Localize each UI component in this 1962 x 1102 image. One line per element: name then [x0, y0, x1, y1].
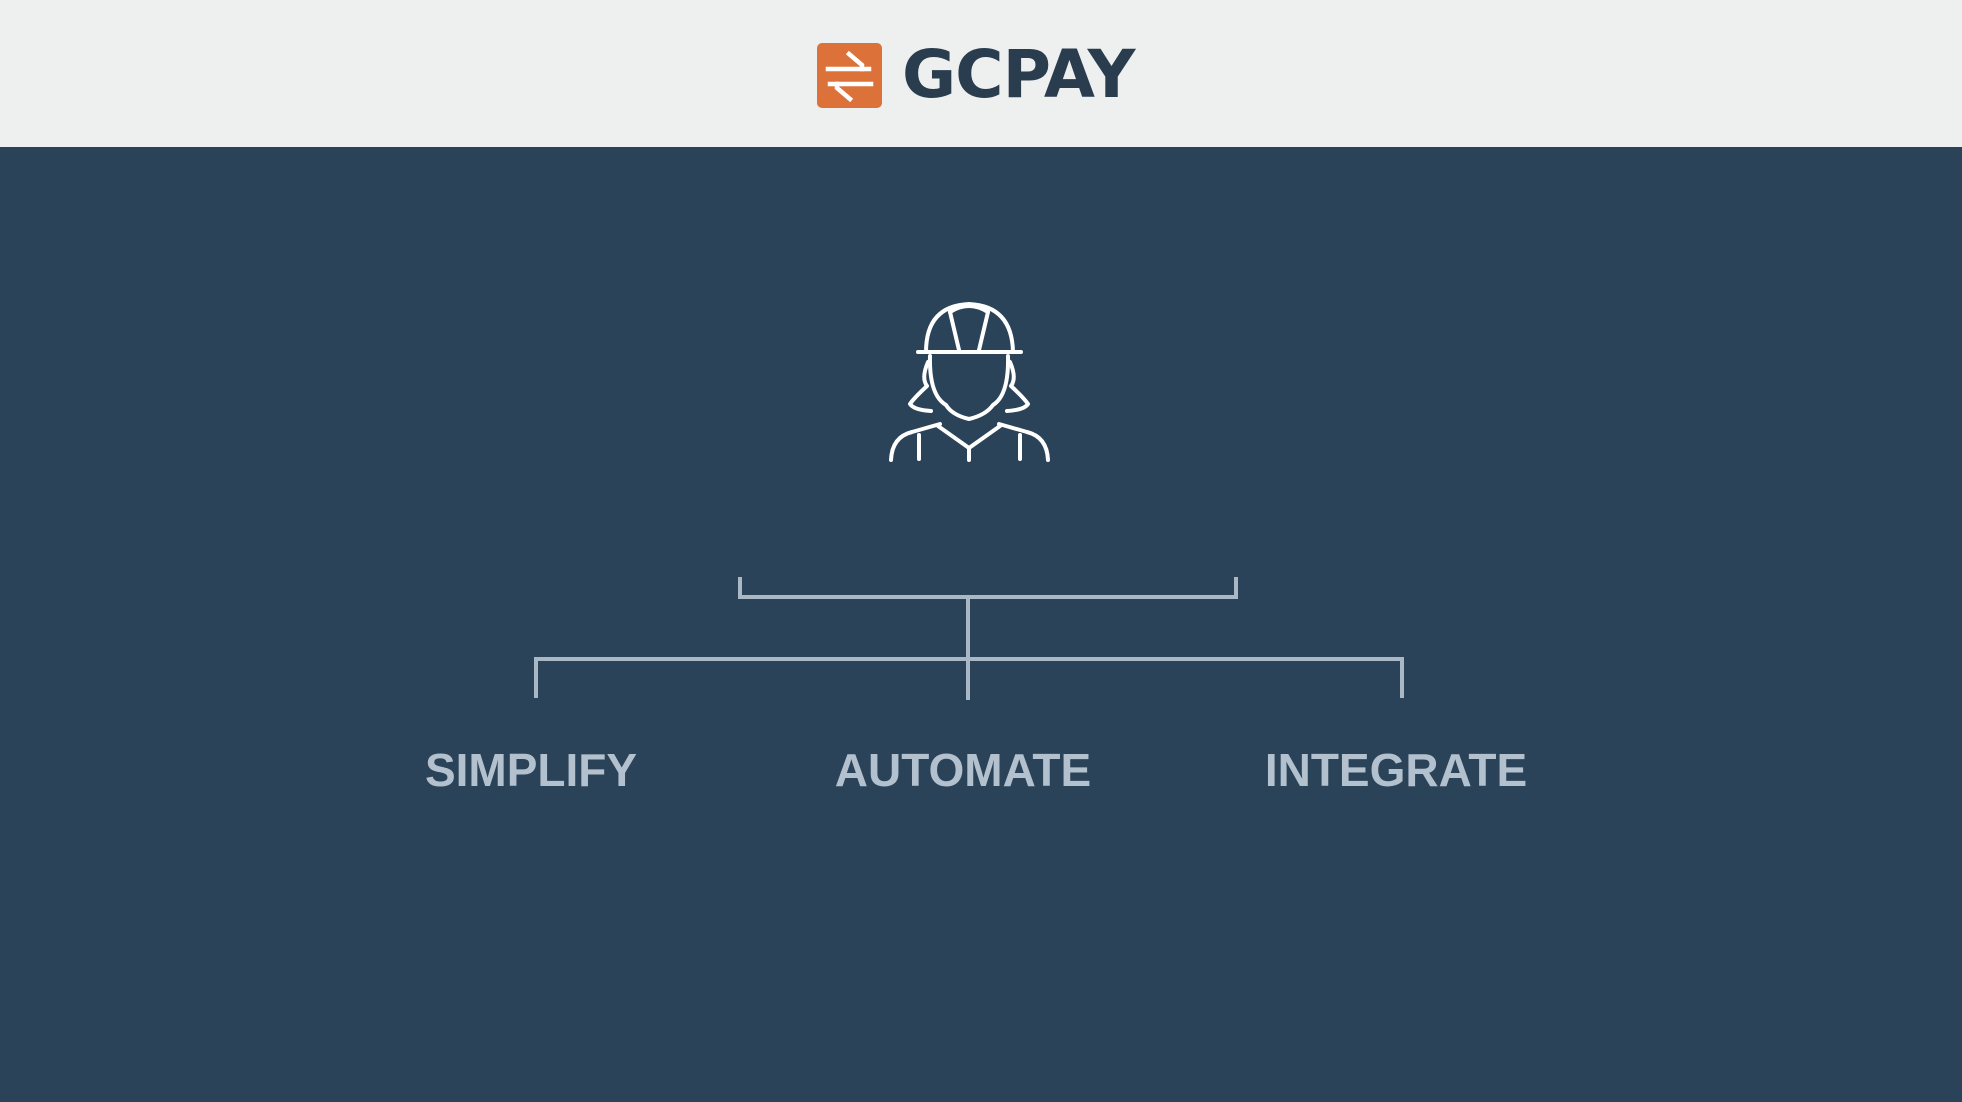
pillar-label-simplify: SIMPLIFY — [424, 744, 638, 796]
construction-worker-icon — [889, 302, 1050, 462]
exchange-arrows-icon — [817, 42, 882, 108]
gcpay-logo[interactable]: GCPAY — [817, 36, 1135, 113]
connector-lines — [534, 577, 1404, 700]
brand-name: GCPAY — [902, 36, 1135, 113]
header-bar: GCPAY — [0, 0, 1962, 147]
pillar-label-automate: AUTOMATE — [834, 744, 1092, 796]
pillar-label-integrate: INTEGRATE — [1264, 744, 1528, 796]
